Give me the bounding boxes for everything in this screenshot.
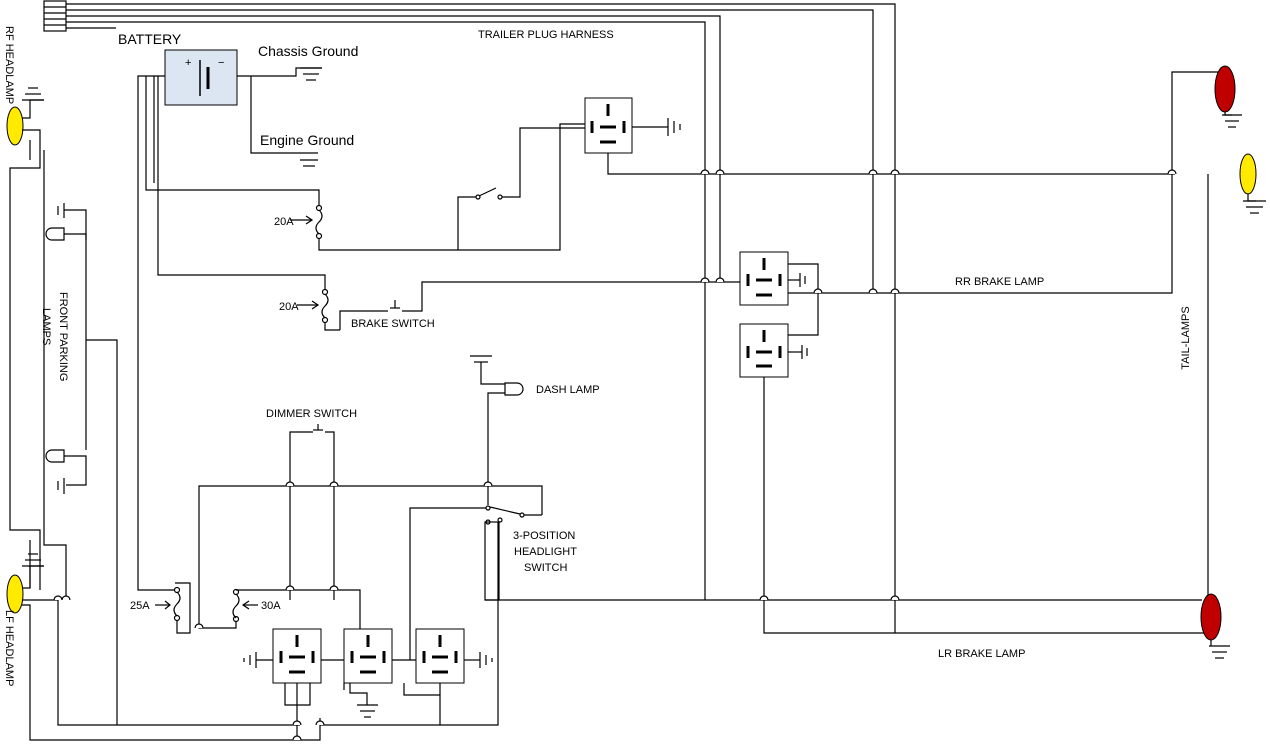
fuse-20a-top-label: 20A [274, 216, 294, 228]
headlight-switch-label-1: 3-POSITION [513, 530, 575, 542]
front-parking-lamps-label-1: FRONT PARKING [57, 292, 69, 381]
fuse-20a-brake [297, 281, 740, 331]
engine-ground [250, 76, 318, 167]
headlight-switch-label-2: HEADLIGHT [514, 546, 577, 558]
battery-minus: − [218, 57, 224, 69]
fuse-20a-brake-label: 20A [279, 301, 299, 313]
engine-ground-label: Engine Ground [260, 132, 354, 148]
rr-brake-lamp [1214, 65, 1242, 128]
dash-lamp [470, 355, 524, 505]
rf-headlamp-label: RF HEADLAMP [3, 26, 15, 104]
lr-brake-relay [739, 323, 1205, 634]
chassis-ground-label: Chassis Ground [258, 43, 358, 59]
rear-feed-wires [485, 293, 1202, 633]
brake-switch-label: BRAKE SWITCH [351, 318, 435, 330]
lr-brake-lamp-label: LR BRAKE LAMP [938, 648, 1025, 660]
tail-lamps-label: TAIL-LAMPS [1180, 306, 1192, 369]
tail-lamp-right [1207, 153, 1266, 600]
rf-headlamp [6, 87, 44, 590]
trailer-harness-wires [43, 0, 896, 600]
fuse-25a-label: 25A [130, 600, 150, 612]
dash-lamp-label: DASH LAMP [536, 384, 600, 396]
fuse-30a-label: 30A [261, 600, 281, 612]
rr-brake-relay [739, 71, 1220, 336]
fuse-30a [198, 588, 361, 630]
battery-feed-wires [137, 75, 326, 591]
front-parking-lamps-label-2: LAMPS [40, 308, 52, 345]
headlight-switch-label-3: SWITCH [524, 562, 567, 574]
headlight-switch [198, 485, 543, 726]
wire-crossings [53, 169, 1177, 741]
dimmer-switch-label: DIMMER SWITCH [266, 408, 357, 420]
lr-brake-lamp [1200, 593, 1230, 659]
front-parking-lamps [43, 150, 118, 725]
headlight-relay-2 [321, 628, 393, 718]
trailer-plug-harness-label: TRAILER PLUG HARNESS [478, 29, 614, 41]
fuse-20a-top [290, 123, 585, 251]
dimmer-switch [289, 424, 335, 600]
battery: + − [164, 49, 238, 106]
trailer-relay [584, 97, 1175, 175]
battery-label: BATTERY [118, 31, 182, 47]
lf-headlamp [6, 540, 321, 741]
fuse-25a [155, 582, 191, 634]
headlight-relay-1 [243, 628, 322, 740]
battery-plus: + [185, 57, 191, 69]
rr-brake-lamp-label: RR BRAKE LAMP [955, 276, 1044, 288]
headlight-relay-3 [392, 628, 493, 725]
chassis-ground [237, 67, 322, 81]
lf-headlamp-label: LF HEADLAMP [3, 610, 15, 686]
